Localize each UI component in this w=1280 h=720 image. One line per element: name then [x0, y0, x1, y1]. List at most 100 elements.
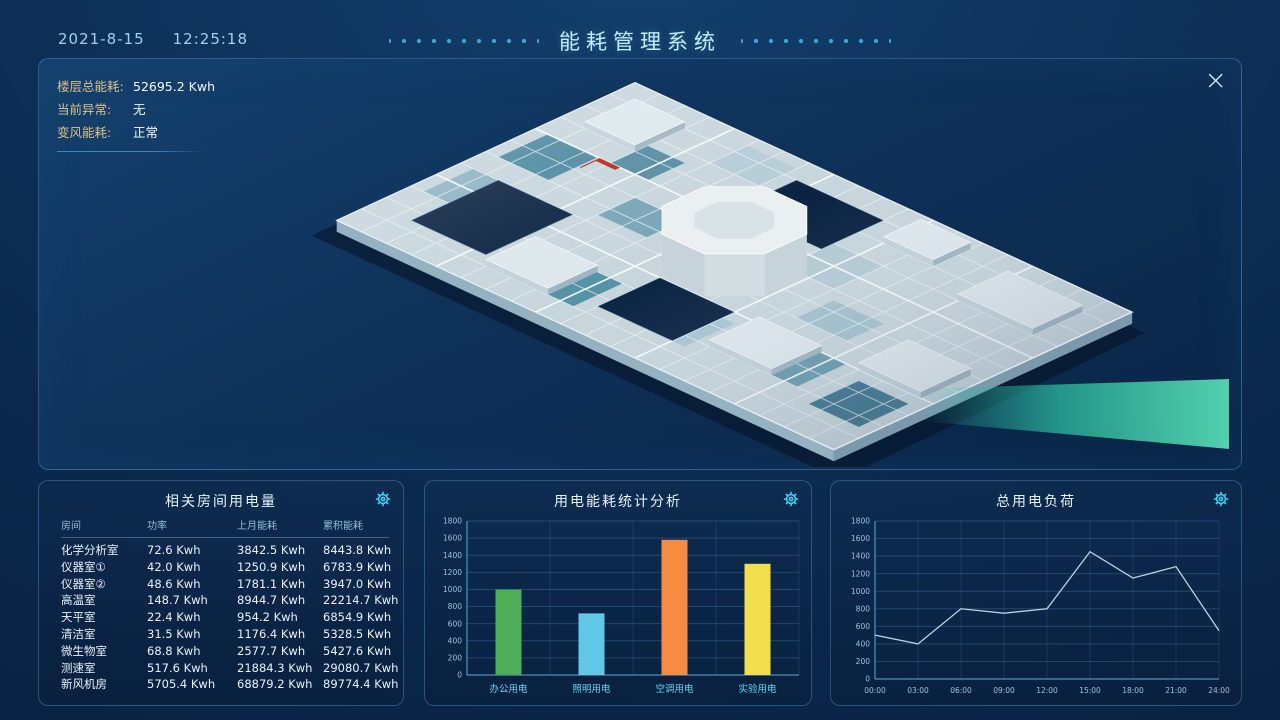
title-dots-right-icon — [741, 38, 891, 44]
stats-divider — [57, 151, 205, 152]
stat-value: 正常 — [133, 125, 159, 140]
time-text: 12:25:18 — [172, 30, 249, 48]
svg-text:600: 600 — [856, 622, 871, 631]
table-cell: 517.6 Kwh — [147, 660, 208, 675]
svg-text:200: 200 — [448, 653, 463, 662]
svg-text:24:00: 24:00 — [1208, 686, 1230, 695]
panel-title: 相关房间用电量 — [165, 494, 277, 510]
svg-text:15:00: 15:00 — [1079, 686, 1101, 695]
table-cell: 8944.7 Kwh — [237, 593, 306, 608]
svg-text:1600: 1600 — [443, 534, 462, 543]
stat-row-current-anomaly: 当前异常: 无 — [57, 98, 215, 121]
stat-value: 无 — [133, 102, 146, 117]
svg-text:18:00: 18:00 — [1122, 686, 1144, 695]
svg-text:办公用电: 办公用电 — [489, 683, 528, 695]
table-cell: 5427.6 Kwh — [323, 643, 392, 658]
table-cell: 清洁室 — [61, 626, 96, 641]
table-cell: 148.7 Kwh — [147, 593, 208, 608]
svg-text:00:00: 00:00 — [864, 686, 886, 695]
svg-text:09:00: 09:00 — [993, 686, 1015, 695]
svg-text:1200: 1200 — [851, 569, 870, 578]
table-cell: 新风机房 — [61, 677, 107, 692]
svg-text:1400: 1400 — [443, 551, 462, 560]
stat-label: 楼层总能耗: — [57, 79, 124, 94]
svg-text:1400: 1400 — [851, 552, 870, 561]
svg-text:1800: 1800 — [443, 517, 462, 526]
svg-text:12:00: 12:00 — [1036, 686, 1058, 695]
header: 能耗管理系统 — [0, 26, 1280, 56]
svg-text:1200: 1200 — [443, 568, 462, 577]
table-cell: 68879.2 Kwh — [237, 677, 313, 692]
table-cell: 6783.9 Kwh — [323, 559, 392, 574]
close-icon[interactable]: × — [1204, 65, 1227, 96]
title-dots-left-icon — [389, 38, 539, 44]
svg-text:1600: 1600 — [851, 534, 870, 543]
stat-label: 变风能耗: — [57, 125, 112, 140]
table-cell: 31.5 Kwh — [147, 626, 201, 641]
settings-gear-icon[interactable] — [1213, 491, 1229, 507]
column-header: 上月能耗 — [237, 521, 277, 532]
table-cell: 5328.5 Kwh — [323, 626, 392, 641]
table-header: 房间 功率 上月能耗 累积能耗 — [61, 517, 389, 538]
svg-text:06:00: 06:00 — [950, 686, 972, 695]
datetime: 2021-8-15 12:25:18 — [58, 30, 248, 48]
table-cell: 21884.3 Kwh — [237, 660, 313, 675]
table-cell: 1250.9 Kwh — [237, 559, 306, 574]
svg-text:0: 0 — [865, 675, 870, 684]
table-cell: 1176.4 Kwh — [237, 626, 306, 641]
table-row: 天平室 22.4 Kwh 954.2 Kwh 6854.9 Kwh — [61, 609, 392, 626]
table-cell: 22214.7 Kwh — [323, 593, 399, 608]
table-cell: 954.2 Kwh — [237, 610, 298, 625]
svg-text:800: 800 — [856, 604, 871, 613]
table-cell: 29080.7 Kwh — [323, 660, 399, 675]
table-row: 清洁室 31.5 Kwh 1176.4 Kwh 5328.5 Kwh — [61, 626, 392, 643]
table-cell: 42.0 Kwh — [147, 559, 201, 574]
building-panel: 楼层总能耗: 52695.2 Kwh 当前异常: 无 变风能耗: 正常 × — [38, 58, 1242, 470]
table-cell: 天平室 — [61, 610, 96, 625]
svg-text:600: 600 — [448, 619, 463, 628]
table-cell: 3842.5 Kwh — [237, 543, 306, 557]
table-cell: 3947.0 Kwh — [323, 576, 392, 591]
svg-text:200: 200 — [856, 657, 871, 666]
building-3d-render — [311, 81, 1145, 467]
column-header: 功率 — [147, 521, 167, 532]
table-cell: 22.4 Kwh — [147, 610, 201, 625]
column-header: 房间 — [61, 521, 81, 532]
stat-row-total-energy: 楼层总能耗: 52695.2 Kwh — [57, 75, 215, 98]
svg-text:实验用电: 实验用电 — [738, 683, 777, 695]
settings-gear-icon[interactable] — [375, 491, 391, 507]
table-cell: 化学分析室 — [61, 543, 119, 557]
svg-text:21:00: 21:00 — [1165, 686, 1187, 695]
table-cell: 89774.4 Kwh — [323, 677, 399, 692]
table-cell: 8443.8 Kwh — [323, 543, 392, 557]
svg-text:1000: 1000 — [851, 587, 870, 596]
stat-label: 当前异常: — [57, 102, 112, 117]
svg-text:800: 800 — [448, 602, 463, 611]
svg-text:400: 400 — [856, 639, 871, 648]
settings-gear-icon[interactable] — [783, 491, 799, 507]
svg-text:400: 400 — [448, 636, 463, 645]
svg-text:0: 0 — [457, 671, 462, 680]
table-cell: 微生物室 — [61, 643, 107, 658]
table-cell: 48.6 Kwh — [147, 576, 201, 591]
svg-text:照明用电: 照明用电 — [572, 683, 611, 695]
table-row: 微生物室 68.8 Kwh 2577.7 Kwh 5427.6 Kwh — [61, 643, 392, 660]
svg-text:03:00: 03:00 — [907, 686, 929, 695]
table-cell: 68.8 Kwh — [147, 643, 201, 658]
column-header: 累积能耗 — [323, 521, 363, 532]
date-text: 2021-8-15 — [58, 30, 145, 48]
table-cell: 2577.7 Kwh — [237, 643, 306, 658]
table-cell: 6854.9 Kwh — [323, 610, 392, 625]
stat-value: 52695.2 Kwh — [133, 79, 216, 94]
stat-row-vav-energy: 变风能耗: 正常 — [57, 121, 215, 144]
